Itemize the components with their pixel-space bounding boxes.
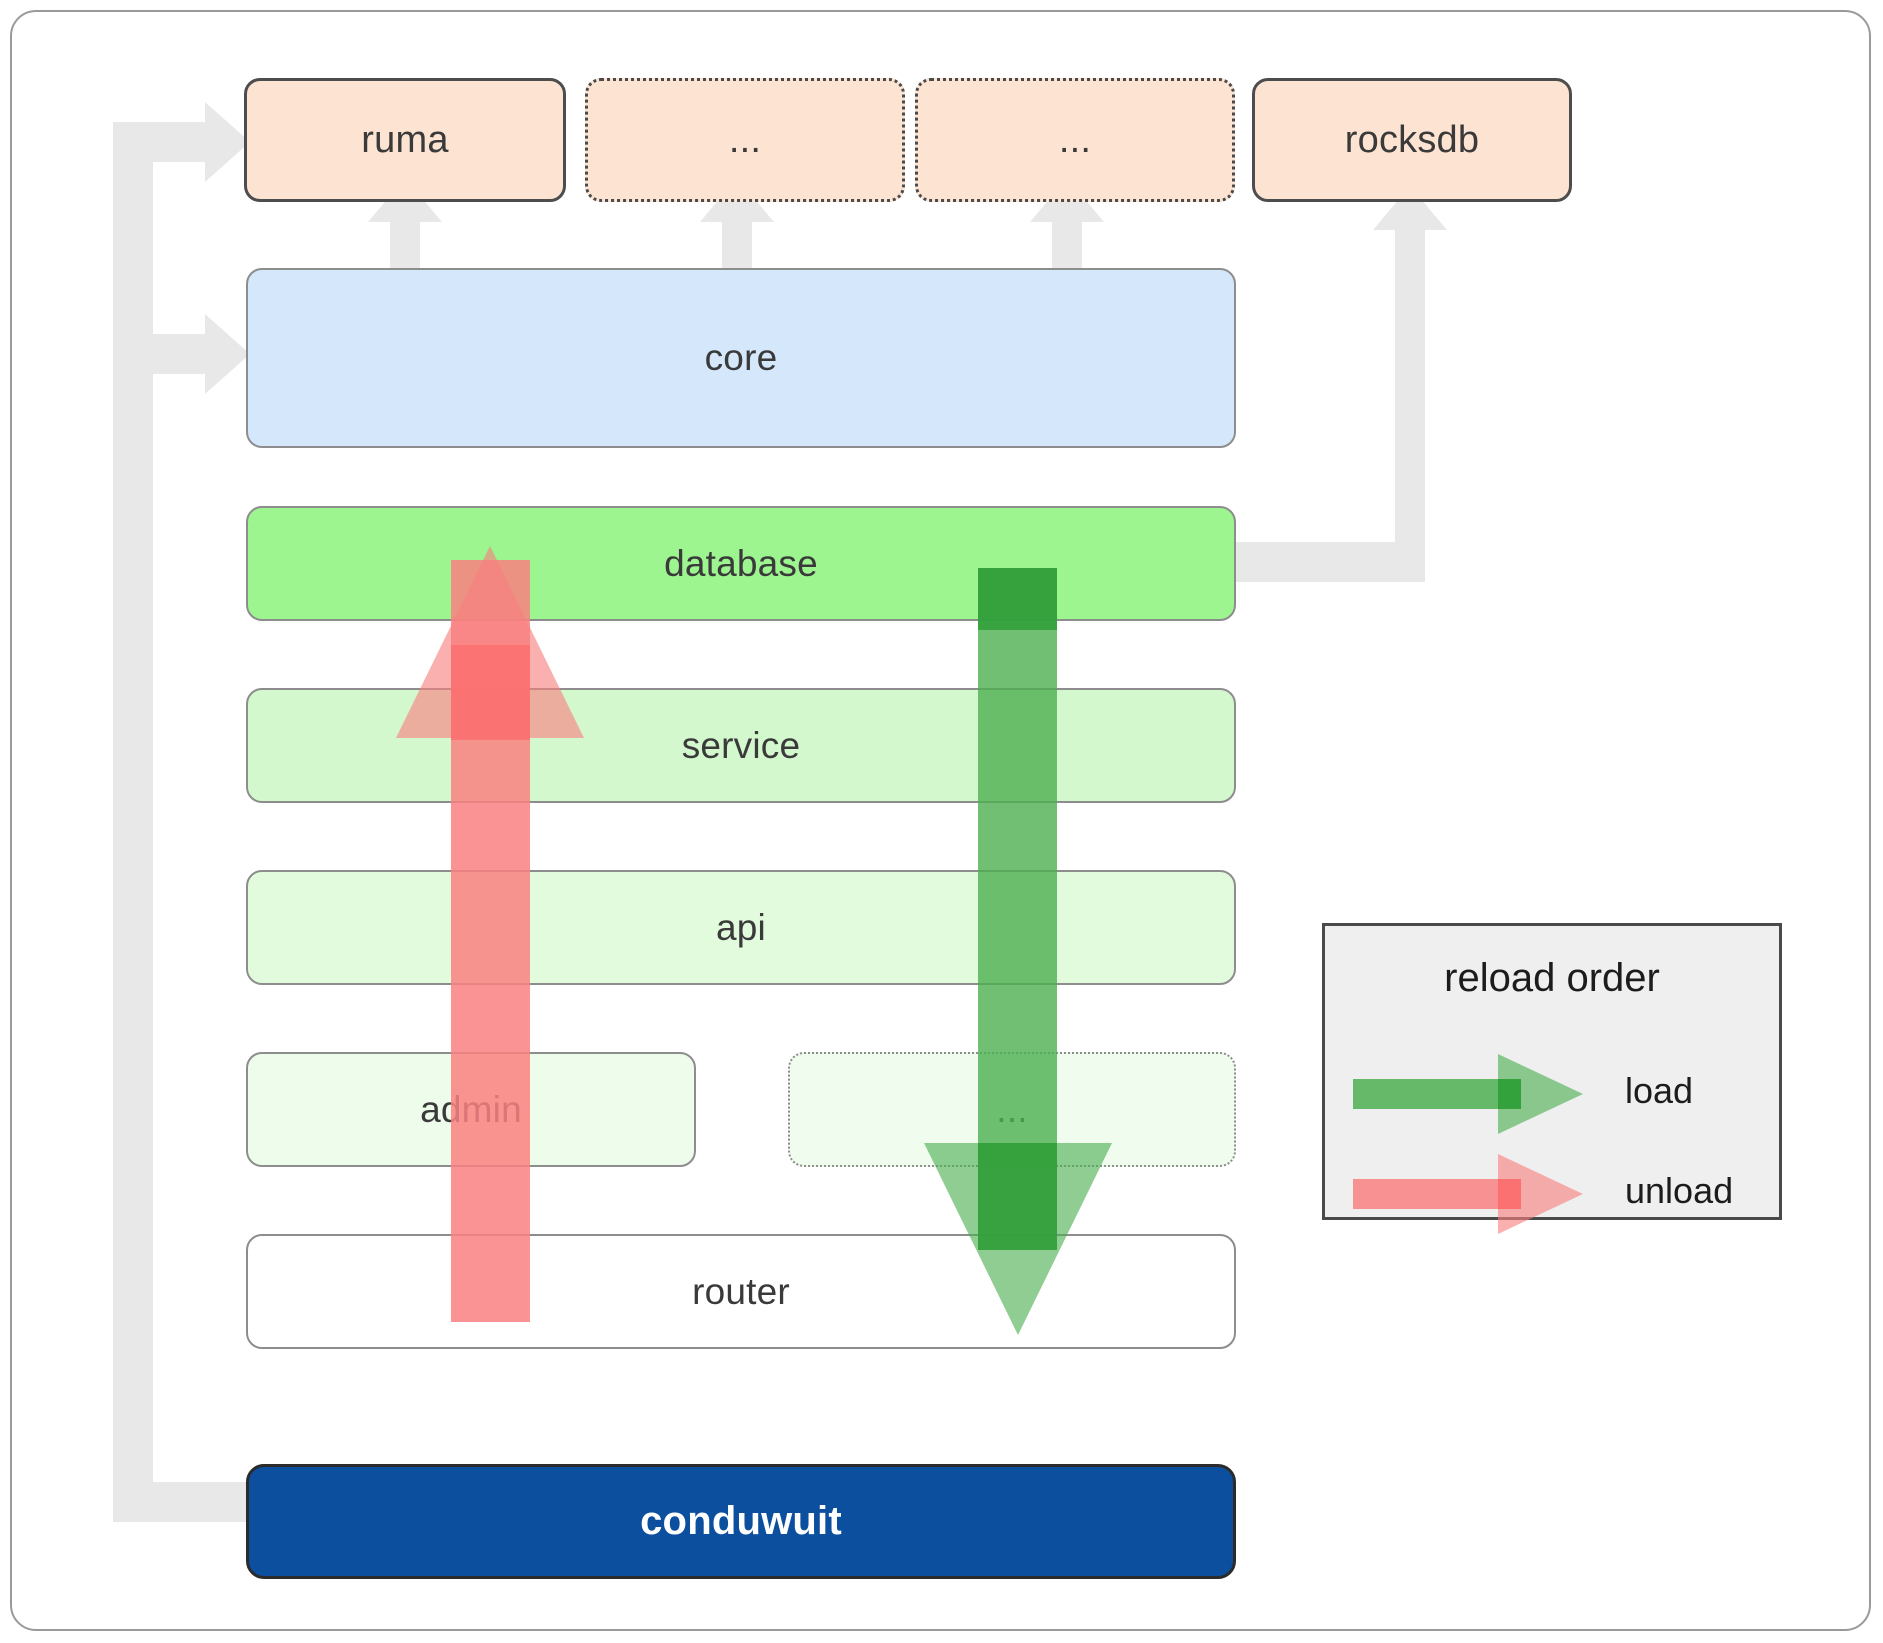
legend-load-label: load xyxy=(1625,1070,1694,1111)
layer-label: core xyxy=(704,337,778,378)
layer-label: database xyxy=(664,542,818,584)
dependency-box-other-2[interactable]: ... xyxy=(915,78,1235,202)
layer-box-core[interactable]: core xyxy=(246,268,1236,448)
dependency-box-rocksdb[interactable]: rocksdb xyxy=(1252,78,1572,202)
layer-box-service[interactable]: service xyxy=(246,688,1236,803)
layer-box-database[interactable]: database xyxy=(246,506,1236,621)
dependency-label: ... xyxy=(1058,118,1092,161)
layer-box-other[interactable]: ... xyxy=(788,1052,1236,1167)
legend-item-load: load xyxy=(1325,1046,1779,1136)
layer-label: router xyxy=(692,1270,790,1312)
dependency-label: ... xyxy=(728,118,762,161)
layer-box-admin[interactable]: admin xyxy=(246,1052,696,1167)
root-crate-box-conduwuit[interactable]: conduwuit xyxy=(246,1464,1236,1579)
dependency-label: ruma xyxy=(361,118,449,161)
layer-box-router[interactable]: router xyxy=(246,1234,1236,1349)
layer-box-api[interactable]: api xyxy=(246,870,1236,985)
layer-label: api xyxy=(716,906,766,948)
legend-title: reload order xyxy=(1444,956,1660,1000)
legend-unload-label: unload xyxy=(1625,1170,1734,1211)
dependency-box-other-1[interactable]: ... xyxy=(585,78,905,202)
legend-panel: reload order load unload xyxy=(1322,923,1782,1234)
layer-label: service xyxy=(681,724,801,766)
root-crate-label: conduwuit xyxy=(640,1499,842,1543)
layer-label: admin xyxy=(420,1088,522,1130)
legend-unload-arrow-icon xyxy=(1353,1154,1583,1234)
legend-item-unload: unload xyxy=(1325,1146,1779,1236)
dependency-box-ruma[interactable]: ruma xyxy=(244,78,566,202)
legend-load-arrow-icon xyxy=(1353,1054,1583,1134)
layer-label: ... xyxy=(996,1088,1028,1130)
dependency-label: rocksdb xyxy=(1344,118,1480,161)
